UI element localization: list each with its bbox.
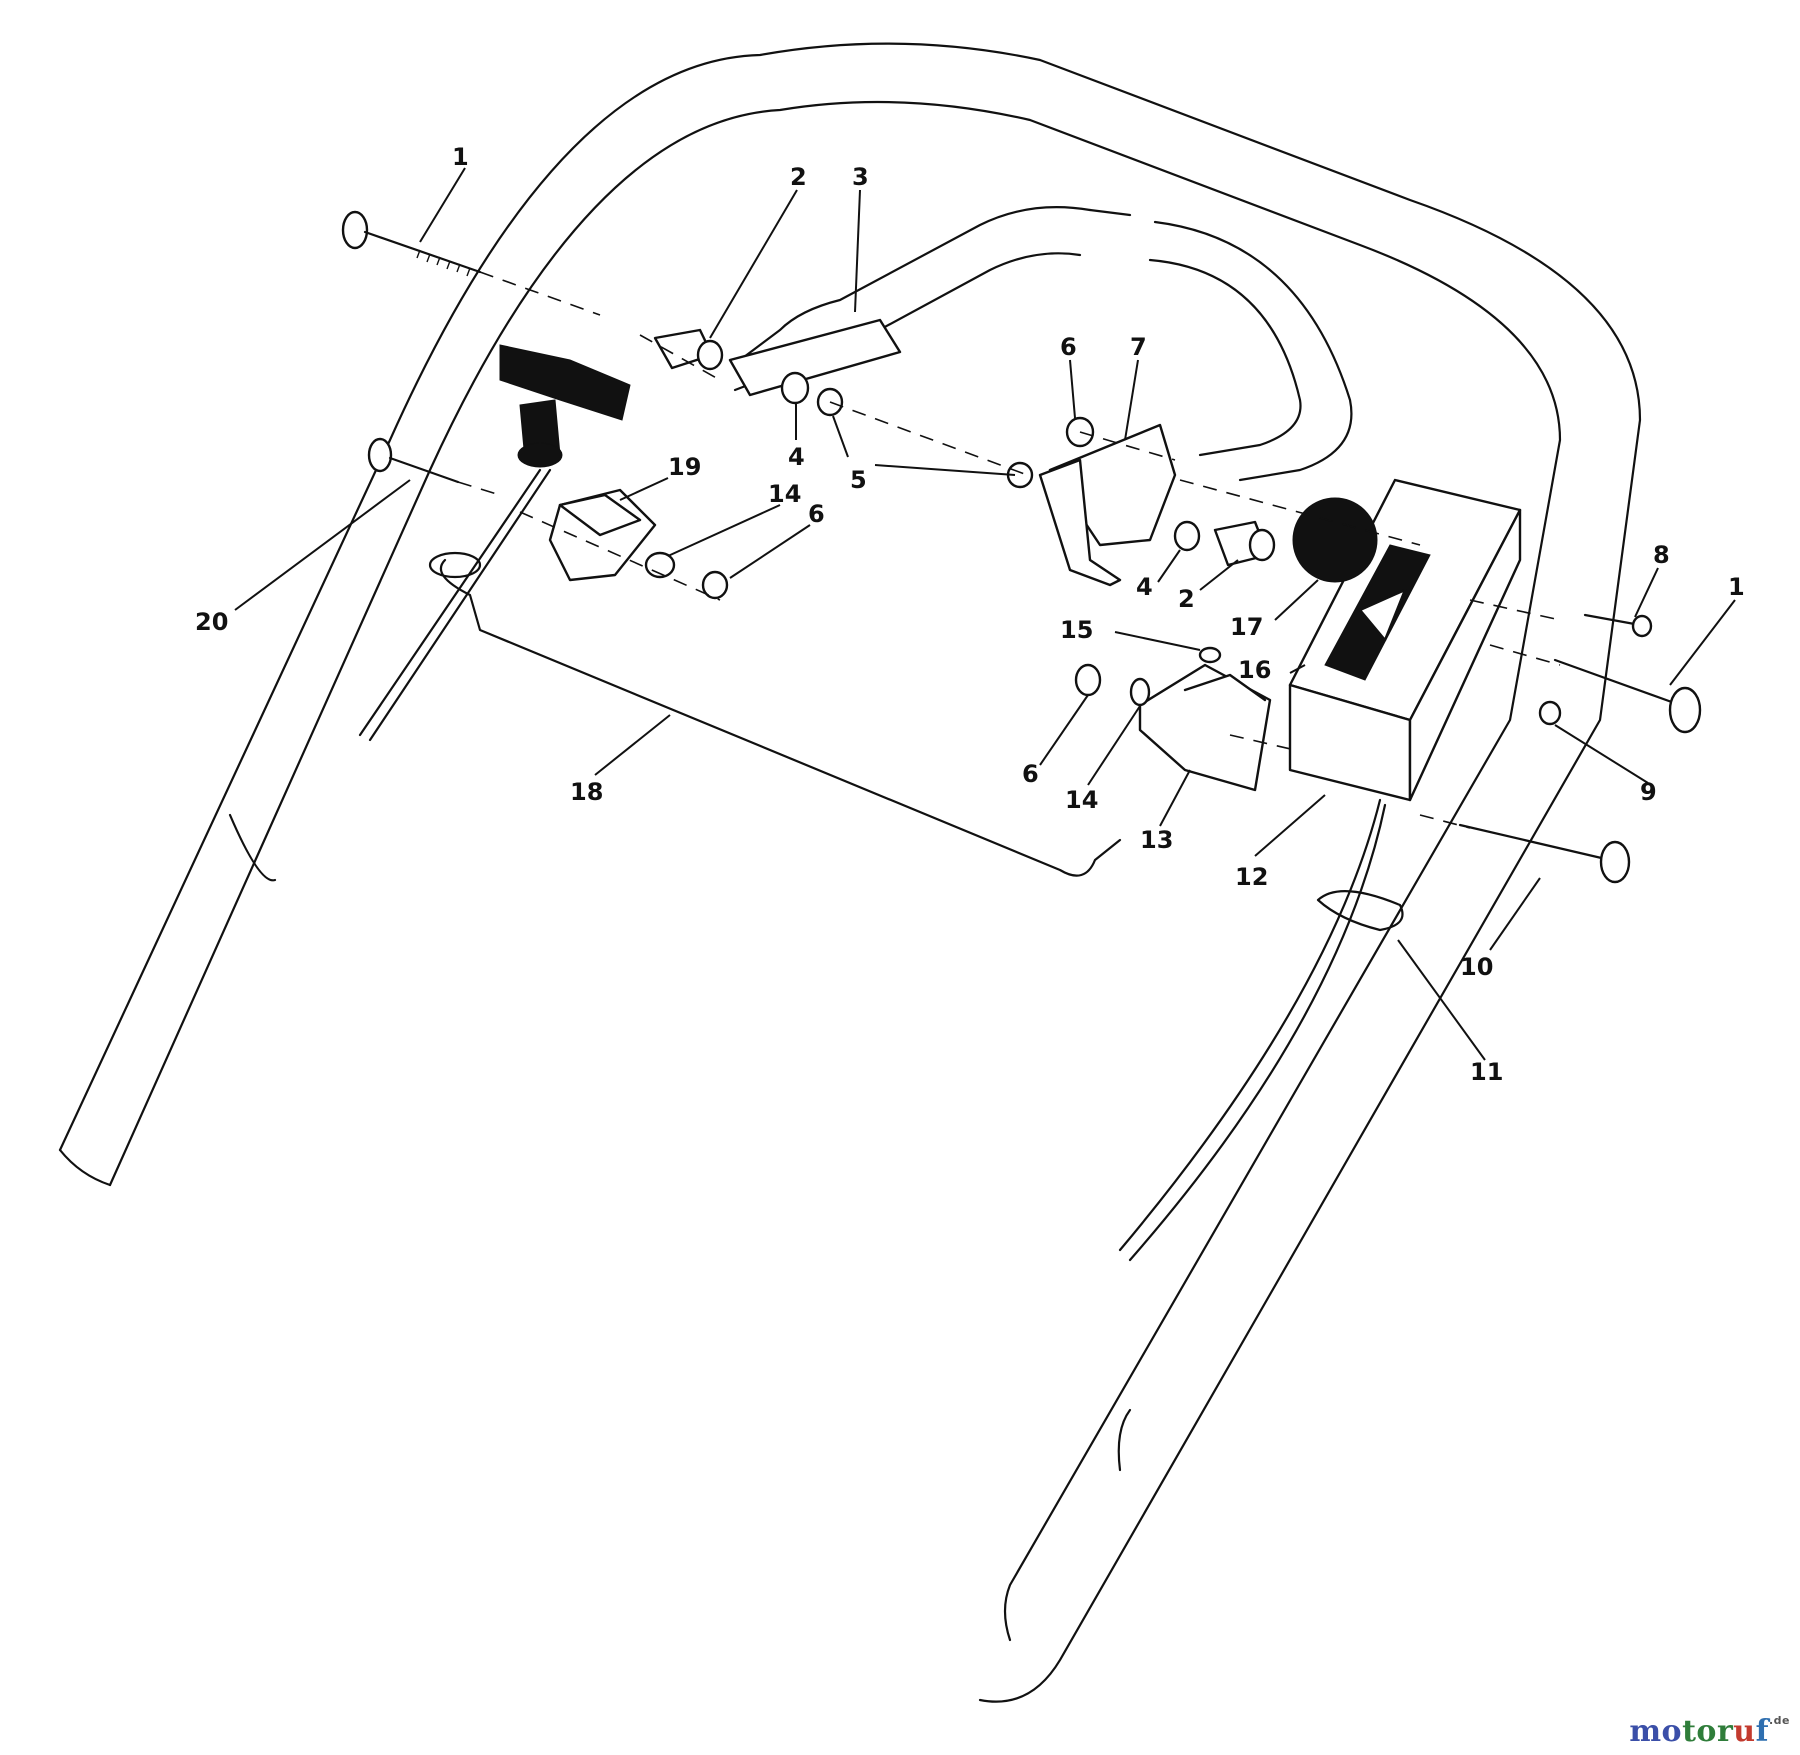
nut-6-lower <box>1074 663 1102 697</box>
callout-6-upper: 6 <box>1060 333 1077 361</box>
callout-8: 8 <box>1653 541 1670 569</box>
screw-8 <box>1583 613 1653 638</box>
callout-14-lower: 14 <box>1065 786 1098 814</box>
callout-18: 18 <box>570 778 603 806</box>
callout-4-upper: 4 <box>788 443 805 471</box>
handle-frame <box>58 42 1642 1703</box>
callout-3: 3 <box>852 163 869 191</box>
bushing-2-upper <box>653 328 724 371</box>
callout-10: 10 <box>1460 953 1493 981</box>
carriage-bolt-left <box>341 210 482 277</box>
bushing-2-lower <box>1213 520 1276 567</box>
carriage-bolt-10 <box>1458 823 1631 884</box>
callout-6-lower: 6 <box>1022 760 1039 788</box>
watermark-part-2: tor <box>1682 1714 1734 1749</box>
throttle-cable <box>1118 798 1404 1262</box>
callout-2-lower: 2 <box>1178 585 1195 613</box>
watermark-part-1: mo <box>1629 1714 1683 1749</box>
callout-6-left: 6 <box>808 500 825 528</box>
callout-16: 16 <box>1238 656 1271 684</box>
watermark-part-4: f <box>1755 1714 1769 1749</box>
callout-2-upper: 2 <box>790 163 807 191</box>
control-rod <box>428 551 1122 877</box>
washer-4-upper <box>780 371 810 405</box>
callout-11: 11 <box>1470 1058 1503 1086</box>
throttle-control-box <box>1288 478 1522 802</box>
pivot-block-13 <box>1138 663 1272 792</box>
washer-14-lower <box>1129 677 1151 707</box>
control-knob-17 <box>1292 497 1378 583</box>
bolt-20 <box>367 437 460 484</box>
bail-handle <box>728 206 1353 482</box>
screw-15 <box>1198 646 1222 664</box>
carriage-bolt-right <box>1553 658 1702 734</box>
callout-13: 13 <box>1140 826 1173 854</box>
bracket-7 <box>1038 423 1177 587</box>
washer-4-lower <box>1173 520 1201 552</box>
watermark-part-3: u <box>1733 1714 1756 1749</box>
callout-labels: 1 2 3 6 7 19 14 6 4 5 4 2 17 20 8 1 15 1… <box>195 143 1745 1086</box>
callout-7: 7 <box>1130 333 1147 361</box>
alignment-lines <box>457 271 1561 829</box>
callout-1-right: 1 <box>1728 573 1745 601</box>
leader-lines <box>234 167 1736 1061</box>
callout-12: 12 <box>1235 863 1268 891</box>
callout-14-left: 14 <box>768 480 801 508</box>
callout-20: 20 <box>195 608 228 636</box>
callout-9: 9 <box>1640 778 1657 806</box>
nut-6-left <box>701 570 729 600</box>
nut-9 <box>1538 700 1562 726</box>
callout-4-lower: 4 <box>1136 573 1153 601</box>
pivot-block-19 <box>548 488 657 582</box>
callout-1-left: 1 <box>452 143 469 171</box>
callout-19: 19 <box>668 453 701 481</box>
callout-17: 17 <box>1230 613 1263 641</box>
watermark-logo: motoruf.de <box>1629 1714 1790 1749</box>
watermark-suffix: .de <box>1768 1714 1790 1727</box>
t-knob <box>358 344 631 742</box>
callout-5: 5 <box>850 466 867 494</box>
callout-15: 15 <box>1060 616 1093 644</box>
